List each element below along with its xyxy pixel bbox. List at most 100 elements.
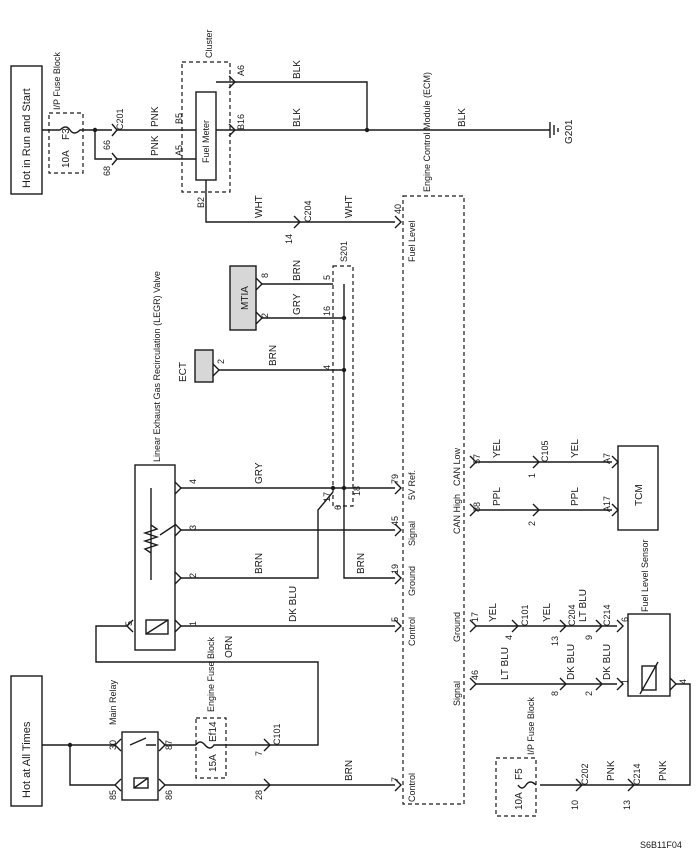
legr-pin-2: 2: [188, 573, 198, 578]
mtia-label: MTIA: [240, 286, 251, 310]
splice-pin-16: 16: [322, 306, 332, 316]
splice-pin-6: 6: [333, 505, 343, 510]
wire-orn: ORN: [224, 636, 235, 658]
wire-brn-legr: BRN: [254, 553, 265, 574]
ecm-terminal-control-legr: Control: [407, 617, 417, 646]
legr-pin-3: 3: [188, 525, 198, 530]
ecm-terminal-fuel-level: Fuel Level: [407, 220, 417, 262]
fuel-sensor-pin-1: 1: [620, 679, 630, 684]
tcm-pin-a17: A17: [602, 496, 612, 512]
wire-yel-fuel-1: YEL: [488, 603, 499, 622]
connector-c204-label-2: C204: [567, 604, 577, 626]
ip-fuse-block-f3: I/P Fuse Block F3 10A: [42, 52, 112, 174]
pin-a6: A6: [236, 65, 246, 76]
pin-17-ecm: 17: [470, 612, 480, 622]
fuse-f5-rating: 10A: [514, 792, 525, 810]
ect: ECT: [178, 349, 214, 383]
wire-pnk-fuse-2: PNK: [658, 760, 669, 781]
wire-pnk-1: PNK: [150, 106, 161, 127]
pin-79: 79: [390, 474, 400, 484]
splice-pin-17: 17: [322, 492, 332, 502]
pin-2-c105: 2: [527, 521, 537, 526]
fuse-f3-label: F3: [61, 128, 72, 140]
wire-yel-can-2: YEL: [570, 439, 581, 458]
ecm-terminal-signal-fuel: Signal: [452, 681, 462, 706]
ecm-terminal-5v-ref: 5V Ref.: [407, 470, 417, 500]
ecm-label: Engine Control Module (ECM): [422, 72, 432, 192]
pin-57: 57: [472, 454, 482, 464]
wire-pnk-2: PNK: [150, 135, 161, 156]
tcm-pin-a7: A7: [602, 453, 612, 464]
splice-pin-4: 4: [322, 365, 332, 370]
mtia: MTIA: [229, 265, 257, 331]
main-relay-label: Main Relay: [108, 679, 118, 725]
connector-c201-label: C201: [115, 108, 125, 130]
hot-run-start-label: Hot in Run and Start: [21, 88, 33, 188]
tcm-label: TCM: [634, 484, 645, 506]
tcm: TCM: [617, 445, 659, 531]
ground-g201: G201: [549, 119, 575, 144]
pin-19: 19: [390, 564, 400, 574]
pin-13-c214: 13: [622, 800, 632, 810]
wire-ppl-can-2: PPL: [570, 487, 581, 506]
ip-fuse-block-f5-label: I/P Fuse Block: [526, 697, 536, 755]
wire-wht-2: WHT: [344, 195, 355, 218]
pin-b5: B5: [174, 113, 184, 124]
legr-pin-1: 1: [188, 621, 198, 626]
connector-c214-label-2: C214: [632, 763, 642, 785]
ect-pin-2: 2: [216, 359, 226, 364]
fuse-ef14-label: Ef14: [208, 721, 219, 742]
hot-all-times-label: Hot at All Times: [21, 721, 33, 798]
relay-pin-86: 86: [164, 790, 174, 800]
fuel-sensor-pin-6: 6: [620, 617, 630, 622]
wire-gry-legr: GRY: [254, 462, 265, 484]
splice-s201-label: S201: [339, 241, 349, 262]
pin-45: 45: [390, 516, 400, 526]
wire-lt-blu-fuel-2: LT BLU: [500, 647, 511, 680]
connector-c214-label: C214: [602, 604, 612, 626]
connector-c105-label: C105: [540, 440, 550, 462]
ip-fuse-block-f5: I/P Fuse Block F5 10A: [495, 697, 537, 817]
fuel-meter-label: Fuel Meter: [201, 120, 211, 163]
splice-pin-5: 5: [322, 275, 332, 280]
wire-blk-1: BLK: [292, 60, 303, 79]
wire-yel-fuel-2: YEL: [542, 603, 553, 622]
legr-pin-4: 4: [188, 479, 198, 484]
connector-c202-label: C202: [580, 763, 590, 785]
ect-label: ECT: [178, 362, 189, 382]
ground-g201-label: G201: [564, 119, 575, 144]
hot-all-times-box: [10, 675, 43, 807]
connector-c204-label: C204: [303, 200, 313, 222]
ecm-terminal-can-low: CAN Low: [452, 447, 462, 486]
wire-dk-blu-fuel-1: DK BLU: [566, 644, 577, 680]
engine-fuse-block-ef14: Engine Fuse Block Ef14 15A: [195, 636, 227, 779]
connector-c101-label-1: C101: [272, 723, 282, 745]
fuel-level-sensor: Fuel Level Sensor: [627, 539, 671, 697]
pin-88: 88: [472, 502, 482, 512]
wire-dk-blu-legr: DK BLU: [288, 586, 299, 622]
pin-66: 66: [102, 140, 112, 150]
wire-brn-mtia: BRN: [292, 260, 303, 281]
ecm-terminal-signal-legr: Signal: [407, 521, 417, 546]
splice-s201: S201: [332, 241, 354, 507]
wire-blk-2: BLK: [292, 108, 303, 127]
legr-valve: Linear Exhaust Gas Recirculation (LEGR) …: [134, 271, 176, 651]
pin-a5: A5: [174, 145, 184, 156]
pin-b2: B2: [196, 197, 206, 208]
mtia-pin-8: 8: [260, 273, 270, 278]
main-relay: Main Relay: [108, 679, 159, 801]
wire-wht-1: WHT: [254, 195, 265, 218]
pin-7-c101: 7: [254, 751, 264, 756]
splice-pin-18: 18: [352, 486, 362, 496]
wire-ppl-can-1: PPL: [492, 487, 503, 506]
pin-5-ecm: 5: [390, 617, 400, 622]
wire-gry-mtia: GRY: [292, 293, 303, 315]
wire-pnk-fuse-1: PNK: [606, 760, 617, 781]
pin-8-c204: 8: [550, 691, 560, 696]
wire-dk-blu-fuel-2: DK BLU: [602, 644, 613, 680]
mtia-pin-2: 2: [260, 313, 270, 318]
fuse-f3-rating: 10A: [61, 150, 72, 168]
fuel-level-sensor-label: Fuel Level Sensor: [640, 539, 650, 612]
pin-2-c214: 2: [584, 691, 594, 696]
